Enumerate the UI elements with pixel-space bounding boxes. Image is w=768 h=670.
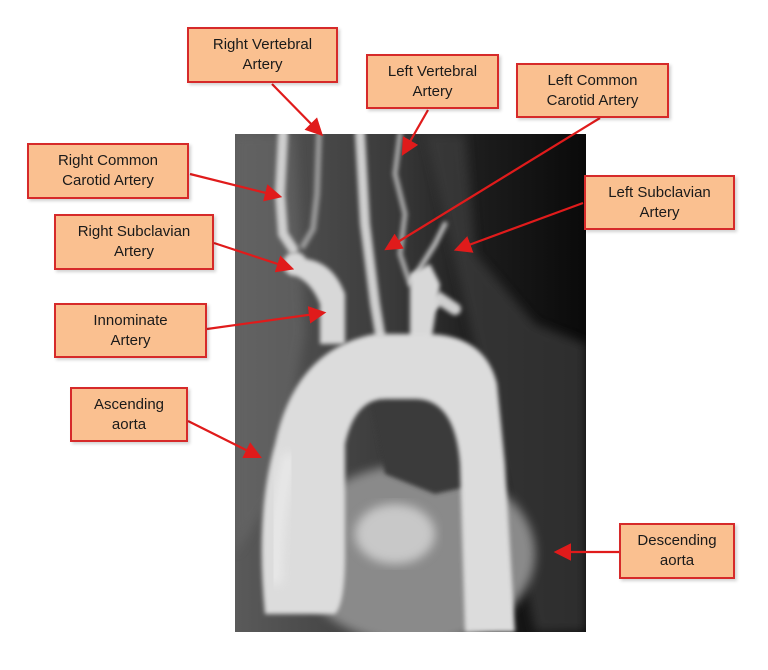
angiogram-image bbox=[235, 134, 586, 632]
label-left-vertebral-artery: Left Vertebral Artery bbox=[366, 54, 499, 109]
aortic-arch-rendering bbox=[235, 134, 586, 632]
label-right-vertebral-artery: Right Vertebral Artery bbox=[187, 27, 338, 83]
label-left-common-carotid-artery: Left Common Carotid Artery bbox=[516, 63, 669, 118]
label-right-subclavian-artery: Right Subclavian Artery bbox=[54, 214, 214, 270]
label-ascending-aorta: Ascending aorta bbox=[70, 387, 188, 442]
label-left-subclavian-artery: Left Subclavian Artery bbox=[584, 175, 735, 230]
label-descending-aorta: Descending aorta bbox=[619, 523, 735, 579]
arrow-right-vertebral bbox=[271, 83, 324, 137]
label-innominate-artery: Innominate Artery bbox=[54, 303, 207, 358]
label-right-common-carotid-artery: Right Common Carotid Artery bbox=[27, 143, 189, 199]
